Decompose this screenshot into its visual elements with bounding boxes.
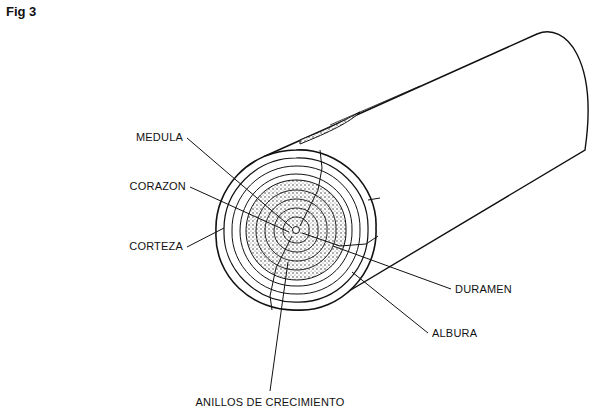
part-label: ALBURA <box>432 327 477 340</box>
heartwood <box>246 180 346 280</box>
bark-outer <box>216 150 376 310</box>
growth-ring <box>256 190 336 270</box>
leader-line <box>333 246 451 289</box>
radial-cracks <box>270 150 380 310</box>
growth-rings <box>256 190 336 270</box>
bark-inner <box>224 158 368 302</box>
part-label: MEDULA <box>136 131 183 144</box>
part-label: ANILLOS DE CRECIMIENTO <box>195 396 344 409</box>
leader-line <box>187 228 224 247</box>
bark-crack <box>300 112 360 144</box>
crack <box>302 233 378 246</box>
leader-line <box>352 272 428 333</box>
growth-ring <box>283 217 309 243</box>
log-end-face <box>216 150 380 310</box>
pith <box>293 227 300 234</box>
bark-line <box>330 86 420 125</box>
leader-line <box>270 262 288 391</box>
leader-lines <box>187 138 451 391</box>
leader-line <box>187 138 292 228</box>
growth-ring <box>265 199 327 261</box>
leader-line <box>190 187 289 232</box>
sapwood-ring <box>232 166 360 294</box>
crack <box>270 236 292 310</box>
crack <box>368 198 380 200</box>
figure-title: Fig 3 <box>6 4 36 19</box>
sapwood-ring <box>240 174 352 286</box>
part-label: DURAMEN <box>455 283 512 296</box>
part-label: CORAZON <box>130 180 186 193</box>
part-label: CORTEZA <box>129 240 183 253</box>
growth-ring <box>274 208 318 252</box>
crack <box>300 150 322 226</box>
